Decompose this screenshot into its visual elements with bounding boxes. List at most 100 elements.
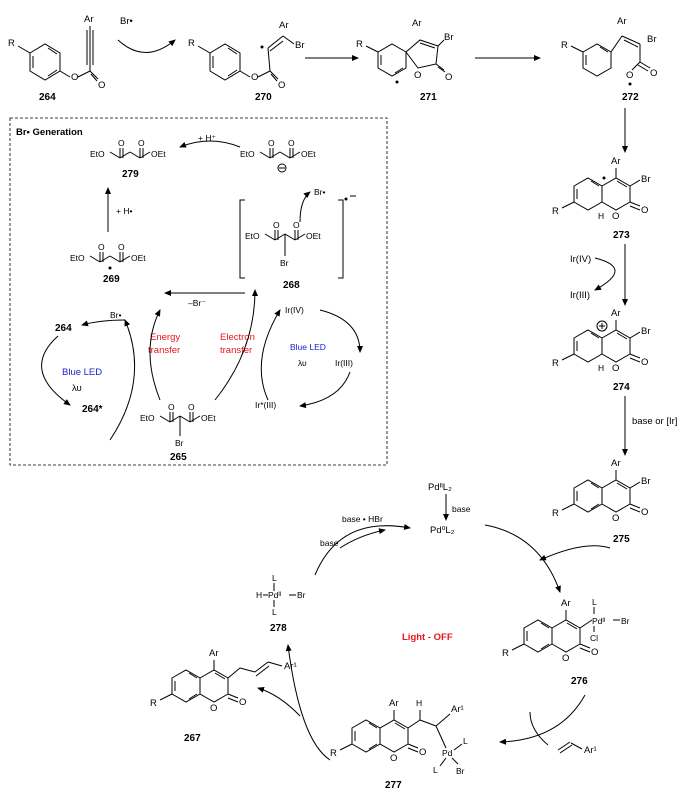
box-title: Br• Generation [16, 127, 83, 138]
compound-number-273: 273 [613, 230, 630, 241]
plus-h-plus-label: + H⁺ [198, 133, 216, 143]
o-label: O [650, 68, 657, 79]
o-label: O [98, 80, 105, 91]
h-label: H [598, 211, 604, 221]
plus-h-radical-label: + H• [116, 206, 132, 216]
o-label: O [288, 138, 295, 148]
protonation-arrow [179, 140, 241, 148]
ar-label: Ar [611, 308, 621, 319]
eto-label: EtO [240, 149, 255, 159]
o-label: O [268, 138, 275, 148]
ar-label: Ar [84, 14, 94, 25]
r-label: R [502, 648, 509, 659]
oet-label: OEt [306, 231, 321, 241]
oet-label: OEt [151, 149, 166, 159]
ir-iii-label: Ir(III) [570, 290, 590, 301]
eto-label: EtO [245, 231, 260, 241]
ir-iv-label: Ir(IV) [570, 254, 591, 265]
palladium-cycle: PdᴵᴵL₂ base Pd⁰L₂ base • HBr base L H Pd… [150, 482, 630, 791]
ar1-label: Ar¹ [584, 745, 597, 756]
r-label: R [8, 38, 15, 49]
o-label: O [419, 747, 426, 758]
br-label: Br [297, 590, 306, 600]
structure-274: R Ar Br O O H 274 [552, 308, 651, 393]
structure-273: R Ar Br O O H 273 [552, 156, 651, 241]
ar-label: Ar [389, 698, 399, 709]
o-label: O [118, 138, 125, 148]
br-release-arrow [299, 191, 311, 223]
ar-label: Ar [611, 156, 621, 167]
o-label: O [641, 205, 648, 216]
h-label: H [416, 698, 422, 708]
o-label: O [626, 70, 633, 81]
br-radical-label: Br• [110, 310, 122, 320]
l-label: L [272, 607, 277, 617]
compound-number-268: 268 [283, 280, 300, 291]
compound-number-264-star: 264* [82, 404, 103, 415]
eto-label: EtO [90, 149, 105, 159]
oet-label: OEt [131, 253, 146, 263]
structure-268: O O EtO OEt Br 268 [239, 195, 356, 291]
ir-oxidation-step: Ir(IV) Ir(III) [570, 244, 628, 306]
br-label: Br [444, 32, 454, 43]
o-label: O [562, 653, 569, 664]
hv-label: λυ [298, 358, 307, 368]
l-label: L [272, 573, 277, 583]
structure-malonate-anion: O O EtO OEt [240, 138, 316, 173]
hv-label: λυ [72, 383, 82, 394]
ar1-label: Ar¹ [284, 661, 297, 672]
compound-number-270: 270 [255, 92, 272, 103]
compound-number-274: 274 [613, 382, 630, 393]
o-label: O [71, 72, 78, 83]
br-label: Br [621, 616, 630, 626]
br-generation-box: Br• Generation O O EtO OEt 279 + H⁺ [9, 117, 388, 466]
minus-br-label: –Br⁻ [188, 298, 206, 308]
o-label: O [612, 211, 619, 222]
ar-label: Ar [617, 16, 627, 27]
o-label: O [278, 80, 285, 91]
r-label: R [552, 206, 559, 217]
iridium-cycle: Ir(IV) Ir(III) Ir*(III) Blue LED λυ [255, 305, 363, 410]
compound-number-272: 272 [622, 92, 639, 103]
l-label: L [433, 765, 438, 775]
l-label: L [592, 597, 597, 607]
o-label: O [251, 72, 258, 83]
ar1-label: Ar¹ [451, 704, 464, 715]
br-label: Br [641, 476, 651, 487]
base-step: base or [Ir] [622, 396, 677, 456]
br-label: Br [641, 174, 651, 185]
compound-number-275: 275 [613, 534, 630, 545]
structure-269: O O EtO OEt 269 [70, 242, 146, 285]
cl-label: Cl [590, 633, 598, 643]
structure-275: R Ar Br O O 275 [552, 458, 651, 545]
energy-label: Energy [150, 332, 180, 343]
ar-label: Ar [561, 598, 571, 609]
styrene-reagent: Ar¹ [557, 741, 597, 756]
br-label: Br [641, 326, 651, 337]
base-hbr-label: base • HBr [342, 514, 383, 524]
pd0-l2-label: Pd⁰L₂ [430, 525, 455, 536]
o-label: O [293, 220, 300, 230]
base-or-ir-label: base or [Ir] [632, 416, 677, 427]
o-label: O [641, 507, 648, 518]
r-label: R [150, 698, 157, 709]
structure-270: R O O Ar Br 270 [188, 20, 305, 103]
structure-278: L H Pdᴵᴵ Br L 278 [256, 573, 306, 634]
r-label: R [552, 508, 559, 519]
compound-number-276: 276 [571, 676, 588, 687]
h-label: H [256, 590, 262, 600]
r-label: R [330, 748, 337, 759]
compound-number-264: 264 [39, 92, 56, 103]
electron-transfer-label: transfer [220, 345, 252, 356]
l-label: L [463, 736, 468, 746]
o-label: O [239, 697, 246, 708]
compound-number-265: 265 [170, 452, 187, 463]
eto-label: EtO [70, 253, 85, 263]
blue-led-label: Blue LED [62, 367, 102, 378]
h-label: H [598, 363, 604, 373]
photoexcitation-cycle: 264 264* Blue LED λυ Br• [41, 310, 136, 441]
ar-label: Ar [611, 458, 621, 469]
pd-label: Pd [442, 748, 453, 758]
o-label: O [98, 242, 105, 252]
